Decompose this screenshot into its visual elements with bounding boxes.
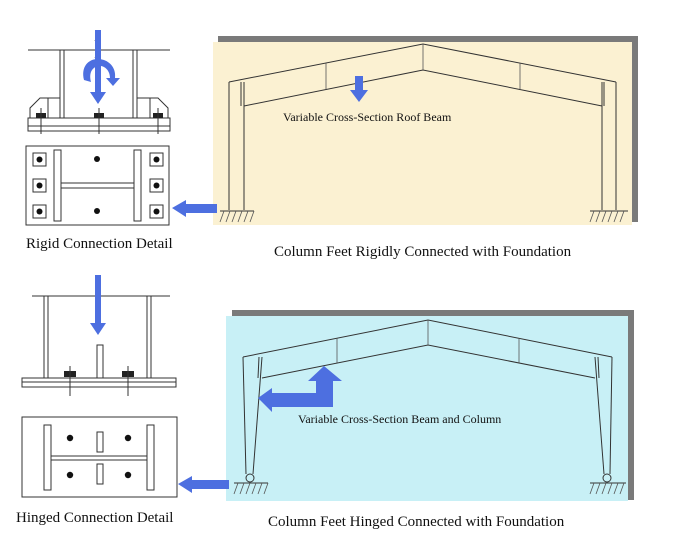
roof-beam-arrow-icon xyxy=(350,76,368,102)
rigid-left-ground-hatch xyxy=(219,210,255,223)
rigid-right-ground-hatch xyxy=(589,210,628,223)
hinged-right-ground-hatch xyxy=(589,482,626,495)
rigid-pointer-arrow-icon xyxy=(172,200,217,217)
rigid-connection-caption: Rigid Connection Detail xyxy=(26,236,173,252)
rigid-frame-panel: Variable Cross-Section Roof Beam xyxy=(172,36,638,225)
hinged-anchor-bolt-left xyxy=(64,366,76,396)
hinged-connection-caption: Hinged Connection Detail xyxy=(16,510,173,526)
hinged-anchor-bolt-right xyxy=(122,366,134,396)
hinged-connection-elevation xyxy=(21,275,177,396)
rigid-load-arrow-icon xyxy=(90,30,106,104)
hinged-connection-plan xyxy=(21,416,178,498)
rigid-frame-background xyxy=(213,42,632,225)
rigid-plan-bolts xyxy=(32,152,164,219)
rigid-anchor-bolt-center xyxy=(94,108,104,134)
hinged-frame-panel: Variable Cross-Section Beam and Column xyxy=(178,310,634,501)
rigid-frame-annotation: Variable Cross-Section Roof Beam xyxy=(283,110,452,124)
hinged-frame-caption: Column Feet Hinged Connected with Founda… xyxy=(268,514,565,530)
rigid-anchor-bolt-right xyxy=(153,108,163,134)
hinged-left-ground-hatch xyxy=(233,482,269,495)
rigid-connection-elevation xyxy=(27,30,171,134)
hinged-frame-roof-beam xyxy=(242,319,613,379)
hinged-right-pin xyxy=(602,473,612,483)
hinged-frame-left-column xyxy=(242,356,263,475)
beam-column-arrow-icon xyxy=(258,366,342,412)
hinged-left-pin xyxy=(245,473,255,483)
hinged-frame-background xyxy=(226,316,628,501)
hinged-plan-bolts xyxy=(66,434,132,479)
rigid-frame-right-column xyxy=(601,82,617,210)
rigid-frame-caption: Column Feet Rigidly Connected with Found… xyxy=(274,244,572,260)
hinged-frame-annotation: Variable Cross-Section Beam and Column xyxy=(298,412,501,426)
hinged-load-arrow-icon xyxy=(90,275,106,335)
rigid-connection-plan xyxy=(25,145,170,226)
rigid-anchor-bolt-left xyxy=(36,108,46,134)
rigid-moment-arrow-icon xyxy=(83,58,120,86)
rigid-frame-roof-beam xyxy=(228,43,617,107)
hinged-frame-right-column xyxy=(594,356,613,475)
rigid-frame-left-column xyxy=(228,82,245,210)
hinged-pointer-arrow-icon xyxy=(178,476,229,493)
